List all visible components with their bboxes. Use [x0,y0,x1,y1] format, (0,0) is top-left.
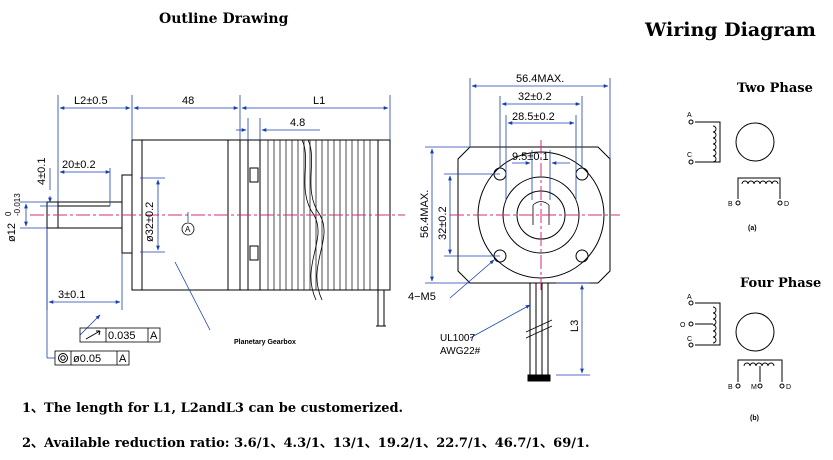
four-phase-diagram [688,300,785,389]
dim-shaft-tol-upper: 0 [4,211,13,216]
pin-a: A [687,294,692,301]
rotor-circle [735,122,775,162]
dim-4-8: 4.8 [290,117,305,129]
svg-text:ø0.05: ø0.05 [73,353,101,365]
front-view [457,146,611,382]
side-dimensions [20,95,391,359]
concentricity-frame: ø0.05 A [54,350,130,366]
pin-o: O [680,322,686,329]
cable-gauge-label: AWG22# [440,346,481,357]
dim-56-top: 56.4MAX. [516,73,564,85]
note-customization: 1、The length for L1, L2andL3 can be cust… [22,401,404,416]
front-outline [457,146,611,284]
dim-32-front: 32±0.2 [437,206,449,240]
cable-type-label: UL1007 [440,333,475,344]
side-view [46,139,391,327]
caption-a: (a) [748,225,757,232]
gearbox-flange [121,174,133,254]
pin-b: B [728,201,733,208]
pin-c: C [687,336,692,343]
front-centerlines [450,140,620,290]
dim-32-side: ø32±0.2 [144,202,156,242]
pin-b: B [728,384,733,391]
two-phase-diagram [688,119,783,206]
runout-frame: 0.035 A [79,327,161,343]
mount-hole [575,249,589,263]
svg-text:A: A [185,225,191,234]
dim-28-5: 28.5±0.2 [512,111,555,123]
caption-b: (b) [750,415,759,422]
rotor-circle [735,312,775,352]
dim-48: 48 [182,95,194,107]
dim-32-top: 32±0.2 [518,91,552,103]
dim-9-5: 9.5±0.1 [512,151,549,163]
two-phase-title: Two Phase [737,81,813,96]
pin-m: M [751,384,757,391]
dim-shaft-nominal: ø12 [6,223,18,242]
dim-4: 4±0.1 [36,158,48,185]
gearbox-label: Planetary Gearbox [234,339,296,346]
note-reduction-ratios: 2、Available reduction ratio: 3.6/1、4.3/1… [22,436,590,451]
front-dimensions [425,78,611,376]
svg-text:A: A [150,330,158,342]
dim-l1: L1 [313,95,325,107]
dim-56-side: 56.4MAX. [419,190,431,238]
outline-drawing-title: Outline Drawing [159,11,289,27]
svg-text:A: A [119,353,127,365]
dim-20: 20±0.2 [62,159,96,171]
mount-hole [575,167,589,181]
datum-marker: A [181,212,195,236]
dim-shaft-tol-lower: -0.013 [13,193,22,216]
dim-l3: L3 [569,320,581,332]
svg-text:0.035: 0.035 [108,330,136,342]
pin-c: C [687,152,692,159]
mount-holes-label: 4−M5 [408,291,436,303]
wiring-diagram-title: Wiring Diagram [644,19,816,41]
pin-d: D [786,384,791,391]
pin-a: A [687,112,692,119]
dim-l2: L2±0.5 [74,95,108,107]
dim-3: 3±0.1 [58,289,85,301]
four-phase-title: Four Phase [740,276,821,291]
pin-d: D [784,201,789,208]
